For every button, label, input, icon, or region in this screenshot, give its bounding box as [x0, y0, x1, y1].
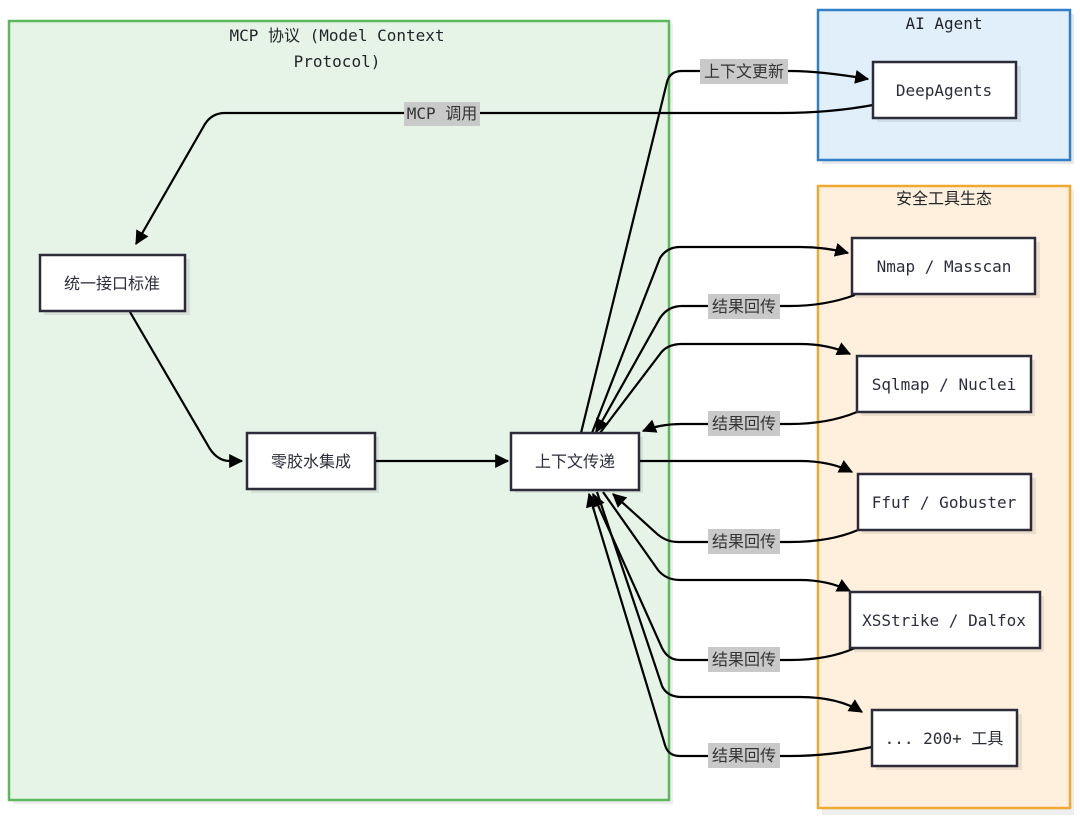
edge-label-ffuf-return: 结果回传 [708, 529, 780, 554]
node-more-tools[interactable]: ... 200+ 工具 [870, 708, 1022, 770]
node-sqlmap-label: Sqlmap / Nuclei [872, 375, 1017, 394]
edge-label-more-return: 结果回传 [708, 743, 780, 768]
node-ffuf[interactable]: Ffuf / Gobuster [856, 472, 1036, 534]
edge-more-return [586, 492, 873, 758]
node-context-passing-label: 上下文传递 [535, 452, 615, 471]
cluster-mcp-protocol: MCP 协议 (Model Context Protocol) [7, 19, 673, 804]
node-zero-glue[interactable]: 零胶水集成 [245, 431, 379, 493]
node-xsstrike-label: XSStrike / Dalfox [862, 611, 1026, 630]
edge-context-to-xsstrike [602, 491, 852, 592]
node-ffuf-label: Ffuf / Gobuster [872, 493, 1017, 512]
node-unified-interface[interactable]: 统一接口标准 [38, 253, 190, 315]
node-xsstrike[interactable]: XSStrike / Dalfox [848, 590, 1044, 652]
edge-label-more-return-text: 结果回传 [712, 746, 776, 765]
edge-context-to-more [595, 491, 863, 713]
node-unified-interface-label: 统一接口标准 [64, 274, 160, 293]
edge-label-context-update-text: 上下文更新 [704, 62, 784, 81]
node-deepagents-label: DeepAgents [896, 81, 992, 100]
edge-label-mcp-call: MCP 调用 [404, 102, 480, 126]
edge-label-ffuf-return-text: 结果回传 [712, 532, 776, 551]
edge-label-xsstrike-return: 结果回传 [708, 647, 780, 672]
node-deepagents[interactable]: DeepAgents [871, 60, 1021, 122]
edge-label-nmap-return-text: 结果回传 [712, 297, 776, 316]
edge-label-mcp-call-text: MCP 调用 [407, 104, 478, 123]
edge-label-sqlmap-return-text: 结果回传 [712, 414, 776, 433]
node-sqlmap[interactable]: Sqlmap / Nuclei [855, 354, 1035, 416]
cluster-tools-title: 安全工具生态 [896, 189, 992, 208]
edge-label-sqlmap-return: 结果回传 [708, 411, 780, 436]
edge-context-to-nmap [590, 242, 850, 434]
edge-label-context-update: 上下文更新 [700, 59, 788, 84]
node-nmap[interactable]: Nmap / Masscan [850, 236, 1040, 298]
cluster-mcp-title-line1: MCP 协议 (Model Context [229, 26, 444, 45]
node-more-tools-label: ... 200+ 工具 [885, 729, 1004, 748]
cluster-mcp-title-line2: Protocol) [294, 52, 381, 71]
edge-mcp-call [135, 103, 874, 246]
edge-context-to-ffuf [639, 459, 854, 473]
edge-interface-to-glue [129, 311, 244, 468]
edge-label-xsstrike-return-text: 结果回传 [712, 650, 776, 669]
cluster-agent-title: AI Agent [905, 14, 982, 33]
edge-context-to-sqlmap [599, 342, 852, 434]
node-context-passing[interactable]: 上下文传递 [509, 431, 643, 493]
node-nmap-label: Nmap / Masscan [877, 257, 1012, 276]
edge-sqlmap-return [641, 410, 858, 433]
edge-label-nmap-return: 结果回传 [708, 294, 780, 319]
node-zero-glue-label: 零胶水集成 [271, 452, 351, 471]
